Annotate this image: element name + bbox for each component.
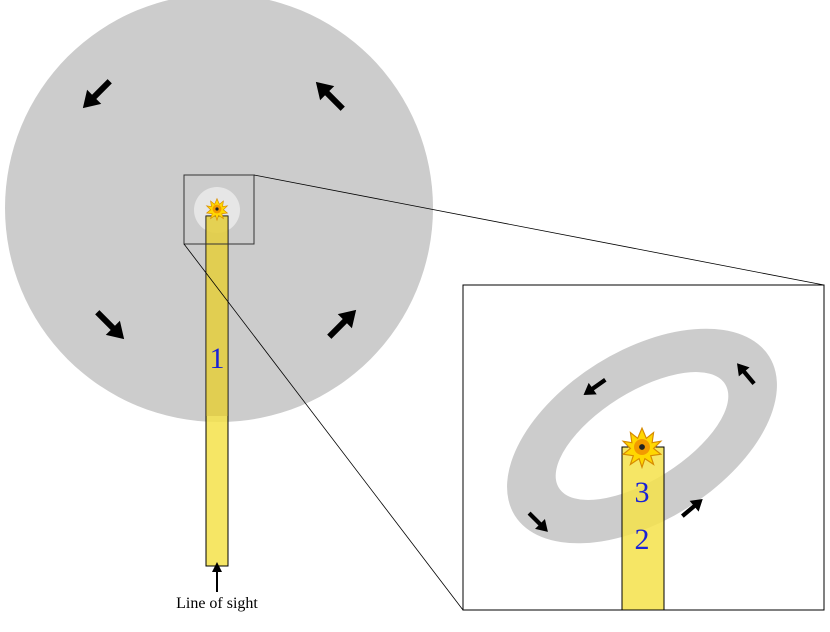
disk-ring [507, 328, 777, 544]
region-2-label: 2 [635, 523, 650, 556]
beam-overlap [206, 216, 228, 416]
region-1-label: 1 [210, 342, 225, 375]
zoom-connector-bottom [183, 243, 464, 611]
line-of-sight-arrow [212, 562, 222, 592]
region-3-label: 3 [635, 476, 650, 509]
zoom-region-box [183, 174, 255, 245]
zoom-connector-top [253, 174, 825, 286]
inset-sight-beam [621, 446, 665, 611]
line-of-sight-caption: Line of sight [176, 595, 258, 612]
